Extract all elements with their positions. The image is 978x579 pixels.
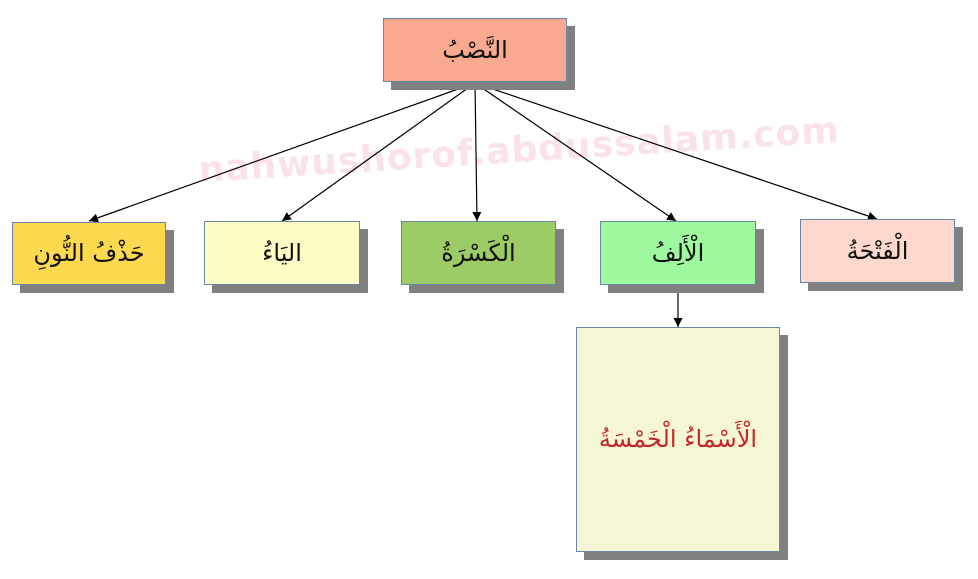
arrow-to-alif [474, 82, 677, 222]
node-label: حَذْفُ النُّونِ [33, 239, 145, 268]
node-ya: اليَاءُ [204, 221, 360, 285]
node-label: اليَاءُ [262, 238, 302, 267]
node-alif: الْأَلِفُ [600, 221, 756, 285]
node-label: الْكَسْرَةُ [441, 238, 516, 267]
node-fatha: الْفَتْحَةُ [800, 219, 955, 283]
root-node-label: النَّصْبُ [442, 35, 508, 64]
node-label: الْفَتْحَةُ [846, 236, 909, 265]
root-node-nasb: النَّصْبُ [383, 18, 567, 82]
node-asma-khamsa: الْأَسْمَاءُ الْخَمْسَةُ [576, 327, 780, 552]
node-kasra: الْكَسْرَةُ [401, 221, 556, 285]
arrow-to-ya [281, 82, 476, 222]
arrow-to-hadhf-nun [88, 82, 476, 223]
arrow-to-fatha [474, 82, 878, 221]
node-label: الْأَسْمَاءُ الْخَمْسَةُ [598, 425, 758, 454]
arrow-to-kasra [472, 82, 482, 222]
node-hadhf-nun: حَذْفُ النُّونِ [12, 222, 166, 285]
node-label: الْأَلِفُ [651, 238, 705, 267]
